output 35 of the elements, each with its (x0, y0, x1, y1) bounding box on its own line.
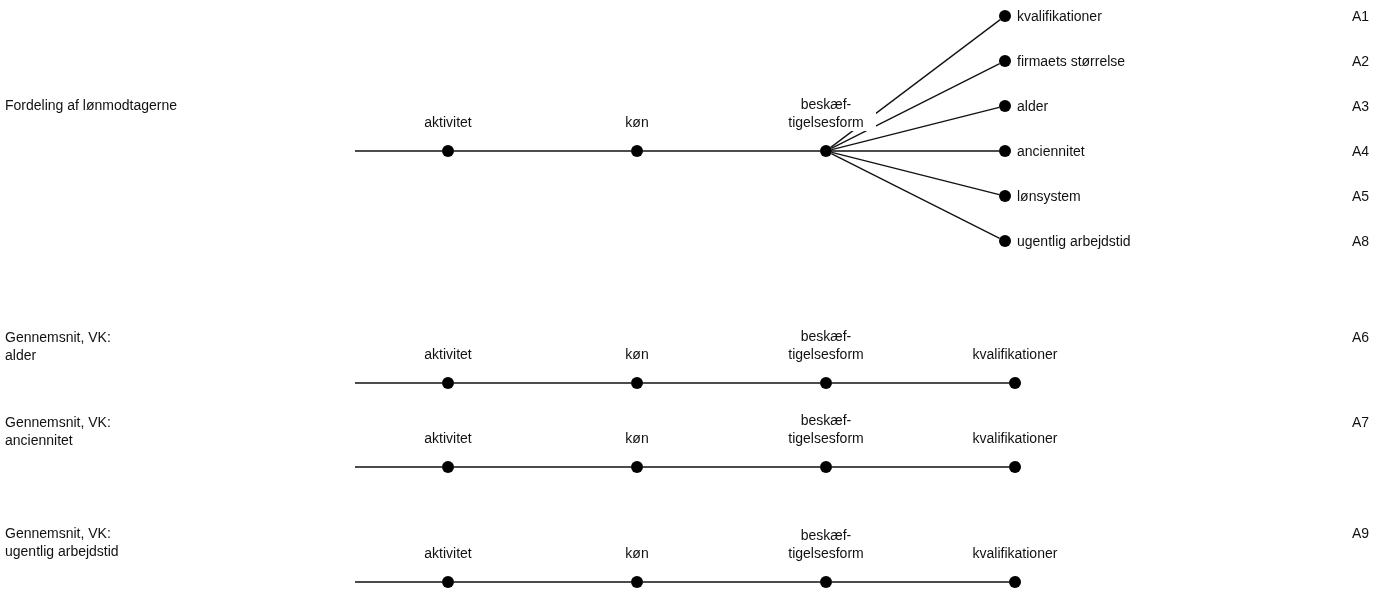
connector-line (830, 63, 1001, 149)
connector-line (354, 581, 443, 583)
row-title: Gennemsnit, VK: alder (5, 328, 112, 364)
table-reference: A4 (1352, 142, 1370, 160)
table-reference: A6 (1352, 328, 1370, 346)
node-label: lønsystem (1017, 187, 1081, 205)
connector-line (831, 581, 1010, 583)
table-reference: A7 (1352, 413, 1370, 431)
table-reference: A9 (1352, 524, 1370, 542)
row-title: Gennemsnit, VK: ugentlig arbejdstid (5, 524, 120, 560)
connector-line (642, 150, 821, 152)
connector-line (831, 382, 1010, 384)
connector-line (642, 382, 821, 384)
row-title: Fordeling af lønmodtagerne (5, 96, 178, 114)
connector-line (831, 151, 1000, 196)
connector-line (453, 466, 632, 468)
connector-line (354, 150, 443, 152)
row-title: Gennemsnit, VK: anciennitet (5, 413, 112, 449)
connector-line (830, 153, 1001, 239)
connector-line (831, 466, 1010, 468)
connector-line (642, 581, 821, 583)
connector-line (453, 150, 632, 152)
connector-line (831, 106, 1000, 151)
connector-line (642, 466, 821, 468)
node-label: ugentlig arbejdstid (1017, 232, 1131, 250)
connector-line (453, 581, 632, 583)
table-reference: A8 (1352, 232, 1370, 250)
table-reference: A2 (1352, 52, 1370, 70)
table-reference: A3 (1352, 97, 1370, 115)
connector-line (354, 466, 443, 468)
table-reference: A5 (1352, 187, 1370, 205)
connector-line (831, 150, 1000, 152)
connector-line (453, 382, 632, 384)
connector-line (354, 382, 443, 384)
table-reference: A1 (1352, 7, 1370, 25)
